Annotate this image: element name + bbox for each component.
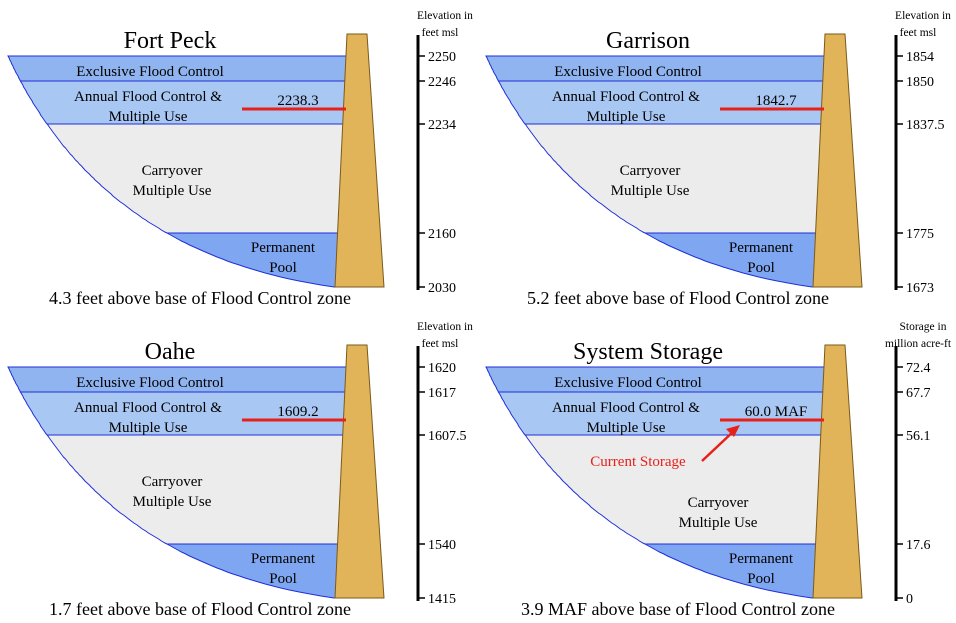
panel-title: Oahe bbox=[145, 339, 196, 365]
permanent-pool-label-line2: Pool bbox=[269, 571, 297, 587]
annual-flood-zone bbox=[19, 80, 347, 125]
exclusive-flood-zone bbox=[485, 55, 825, 82]
current-level-value: 60.0 MAF bbox=[745, 404, 808, 420]
panel-title: System Storage bbox=[573, 339, 723, 365]
current-storage-arrow bbox=[701, 428, 737, 462]
permanent-pool-zone bbox=[643, 232, 825, 288]
annual-flood-label-line1: Annual Flood Control & bbox=[74, 89, 222, 105]
panel-caption: 4.3 feet above base of Flood Control zon… bbox=[49, 288, 351, 308]
exclusive-flood-zone bbox=[7, 55, 347, 82]
carryover-label-line2: Multiple Use bbox=[611, 183, 690, 199]
tick-label: 1837.5 bbox=[906, 118, 945, 133]
tick-label: 2234 bbox=[428, 118, 456, 133]
exclusive-flood-zone bbox=[485, 366, 825, 393]
axis-header-line1: Elevation in bbox=[417, 321, 473, 333]
tick-label: 72.4 bbox=[906, 361, 931, 376]
exclusive-flood-label: Exclusive Flood Control bbox=[554, 375, 702, 391]
annual-flood-label-line1: Annual Flood Control & bbox=[74, 400, 222, 416]
dam bbox=[812, 344, 863, 599]
dam bbox=[334, 33, 385, 288]
tick-label: 56.1 bbox=[906, 429, 931, 444]
tick-label: 1607.5 bbox=[428, 429, 467, 444]
panel-caption: 5.2 feet above base of Flood Control zon… bbox=[527, 288, 829, 308]
permanent-pool-label-line2: Pool bbox=[747, 571, 775, 587]
axis-header-line1: Elevation in bbox=[895, 10, 951, 22]
current-storage-label: Current Storage bbox=[590, 454, 686, 470]
tick-label: 1415 bbox=[428, 592, 456, 607]
annual-flood-label-line2: Multiple Use bbox=[587, 109, 666, 125]
dam bbox=[812, 33, 863, 288]
exclusive-flood-label: Exclusive Flood Control bbox=[76, 64, 224, 80]
tick-label: 1620 bbox=[428, 361, 456, 376]
tick-label: 2246 bbox=[428, 75, 456, 90]
exclusive-flood-label: Exclusive Flood Control bbox=[76, 375, 224, 391]
tick-label: 0 bbox=[906, 592, 913, 607]
panel-caption: 1.7 feet above base of Flood Control zon… bbox=[49, 599, 351, 619]
permanent-pool-label-line1: Permanent bbox=[251, 240, 316, 256]
tick-label: 1854 bbox=[906, 50, 934, 65]
tick-label: 2030 bbox=[428, 281, 456, 296]
permanent-pool-zone bbox=[165, 232, 347, 288]
exclusive-flood-zone bbox=[7, 366, 347, 393]
dam bbox=[334, 344, 385, 599]
carryover-label-line2: Multiple Use bbox=[133, 183, 212, 199]
carryover-label-line1: Carryover bbox=[620, 163, 681, 179]
carryover-zone bbox=[524, 434, 825, 545]
panel-title: Garrison bbox=[606, 28, 690, 54]
axis-header-line1: Elevation in bbox=[417, 10, 473, 22]
permanent-pool-label-line1: Permanent bbox=[251, 551, 316, 567]
tick-label: 2250 bbox=[428, 50, 456, 65]
panel-caption: 3.9 MAF above base of Flood Control zone bbox=[521, 599, 835, 619]
axis-header-line2: feet msl bbox=[422, 27, 459, 39]
tick-label: 1617 bbox=[428, 386, 456, 401]
annual-flood-label-line2: Multiple Use bbox=[587, 420, 666, 436]
axis-header-line2: feet msl bbox=[422, 338, 459, 350]
tick-label: 67.7 bbox=[906, 386, 931, 401]
annual-flood-label-line1: Annual Flood Control & bbox=[552, 400, 700, 416]
axis-header-line2: feet msl bbox=[900, 27, 937, 39]
annual-flood-label-line2: Multiple Use bbox=[109, 109, 188, 125]
tick-label: 1775 bbox=[906, 227, 934, 242]
panel-title: Fort Peck bbox=[124, 28, 217, 54]
tick-label: 17.6 bbox=[906, 538, 931, 553]
annual-flood-label-line1: Annual Flood Control & bbox=[552, 89, 700, 105]
tick-label: 1673 bbox=[906, 281, 934, 296]
permanent-pool-label-line1: Permanent bbox=[729, 551, 794, 567]
arrowhead-icon bbox=[726, 425, 740, 437]
annual-flood-zone bbox=[497, 80, 825, 125]
permanent-pool-label-line2: Pool bbox=[269, 260, 297, 276]
annual-flood-zone bbox=[19, 391, 347, 436]
carryover-zone bbox=[524, 123, 825, 234]
carryover-label-line1: Carryover bbox=[142, 163, 203, 179]
permanent-pool-label-line1: Permanent bbox=[729, 240, 794, 256]
permanent-pool-label-line2: Pool bbox=[747, 260, 775, 276]
carryover-label-line2: Multiple Use bbox=[133, 494, 212, 510]
axis-header-line2: million acre-ft bbox=[885, 338, 952, 350]
annual-flood-label-line2: Multiple Use bbox=[109, 420, 188, 436]
carryover-label-line1: Carryover bbox=[142, 474, 203, 490]
exclusive-flood-label: Exclusive Flood Control bbox=[554, 64, 702, 80]
carryover-zone bbox=[46, 123, 347, 234]
current-level-value: 2238.3 bbox=[277, 93, 318, 109]
axis-header-line1: Storage in bbox=[900, 321, 947, 333]
tick-label: 2160 bbox=[428, 227, 456, 242]
carryover-label-line1: Carryover bbox=[688, 495, 749, 511]
tick-label: 1850 bbox=[906, 75, 934, 90]
annual-flood-zone bbox=[497, 391, 825, 436]
permanent-pool-zone bbox=[643, 543, 825, 599]
current-level-value: 1609.2 bbox=[277, 404, 318, 420]
carryover-zone bbox=[46, 434, 347, 545]
tick-label: 1540 bbox=[428, 538, 456, 553]
permanent-pool-zone bbox=[165, 543, 347, 599]
current-level-value: 1842.7 bbox=[755, 93, 797, 109]
carryover-label-line2: Multiple Use bbox=[679, 515, 758, 531]
